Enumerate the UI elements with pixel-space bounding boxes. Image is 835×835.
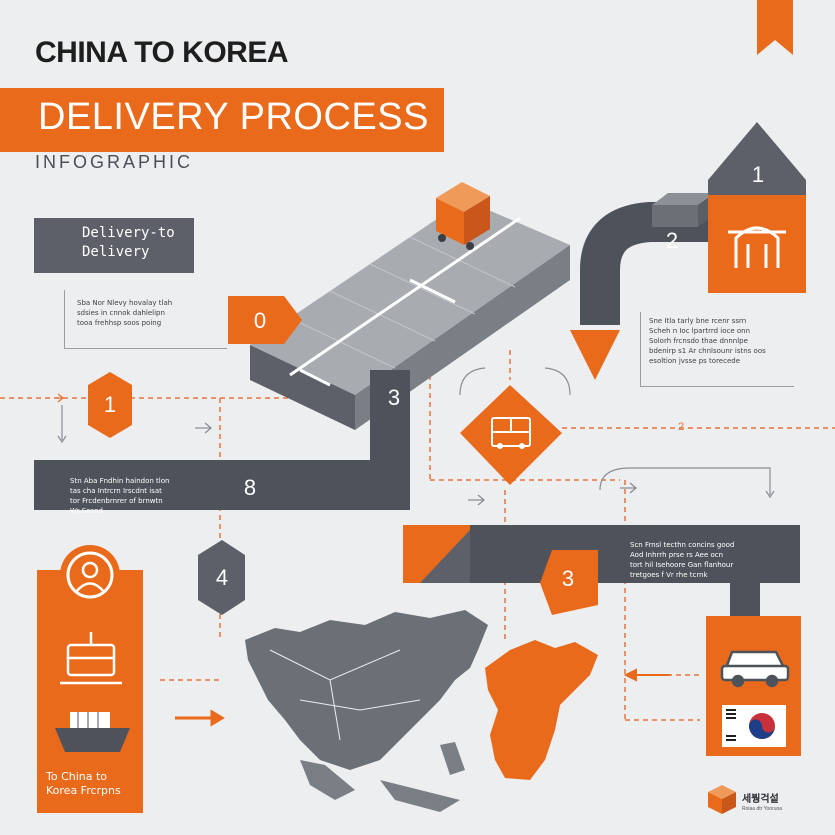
delivery-box (34, 218, 194, 273)
title-line1: CHINA TO KOREA (35, 36, 289, 69)
korea-shape (485, 640, 598, 780)
marker-8: 8 (243, 475, 257, 500)
text-block-d: Scn Frnsl tecthn concins good Aod Inhrrh… (630, 541, 735, 579)
logo-box-icon (708, 785, 736, 814)
upper-road (580, 202, 740, 325)
text-block-b: Sne Itla tarly bne rcenr ssrn Scheh n Io… (640, 312, 794, 387)
left-panel-caption: To China to Korea Frcrpns (46, 770, 121, 797)
title-band (0, 88, 444, 152)
thin-gray-arrows (57, 367, 775, 499)
text-block-a: Sba Nor Nlevy hovalay tlah sdsies in cnn… (64, 290, 227, 349)
marker-2: 2 (665, 228, 679, 253)
lower-band (403, 525, 800, 623)
korea-flag-icon (722, 705, 786, 747)
hexagon-4 (198, 540, 245, 615)
bus-icon (491, 417, 531, 449)
marker-0-shape (228, 296, 302, 344)
train-icon (60, 632, 122, 685)
person-icon (75, 561, 105, 593)
logo-subtitle: Roiaa dtr Yooruoa (742, 806, 783, 812)
house-body (708, 195, 806, 293)
horizontal-road-band (34, 460, 410, 510)
marker-3-band: 3 (561, 566, 575, 591)
text-block-c: Stn Aba Fndhin haindon tlon tas cha Intr… (70, 477, 170, 515)
marker-1-top: 1 (751, 162, 765, 187)
orange-arrow (175, 709, 225, 727)
asia-map (245, 610, 598, 812)
marker-0: 0 (253, 308, 267, 333)
bus-diamond (460, 385, 562, 485)
left-panel (37, 545, 143, 813)
marker-2-dashed: 2 (678, 421, 685, 433)
car-icon (720, 650, 790, 688)
small-arrow-icons (55, 393, 638, 506)
subtitle: INFOGRAPHIC (35, 152, 194, 172)
marker-4: 4 (215, 565, 229, 590)
marker-1-left: 1 (103, 392, 117, 417)
logo-name: 세붱걱섵 (742, 794, 779, 805)
ribbon-bookmark (757, 0, 793, 55)
delivery-truck-icon (436, 182, 490, 250)
gate-icon (728, 226, 786, 268)
marker-1-shape (88, 372, 132, 438)
house-roof (708, 122, 806, 195)
marker-3-road: 3 (387, 385, 401, 410)
delivery-label: Delivery-to Delivery (82, 225, 175, 260)
arrow-into-right-panel (623, 668, 670, 682)
title-line2: DELIVERY PROCESS (38, 96, 429, 138)
ship-icon (55, 712, 130, 752)
marker-3-band-shape (540, 550, 598, 615)
